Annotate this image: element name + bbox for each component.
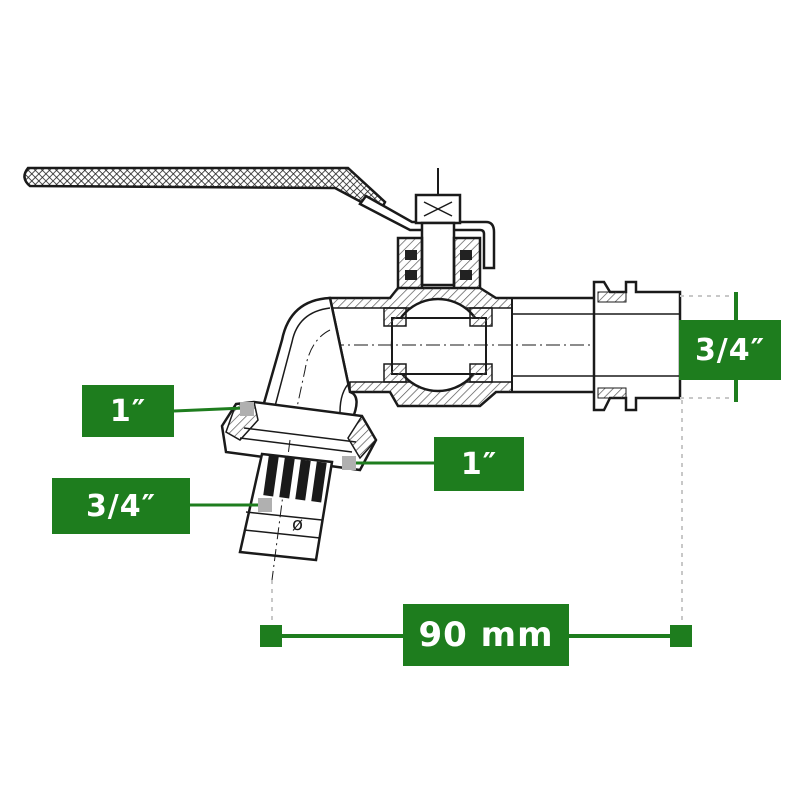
marker-hose	[258, 498, 272, 512]
spout	[260, 296, 358, 441]
hose-connector: ø	[238, 439, 334, 581]
reference-markers	[240, 402, 356, 512]
union-nut	[220, 400, 378, 472]
dimension-end-left	[260, 625, 282, 647]
lever-handle	[23, 166, 496, 270]
label-length-dimension: 90 mm	[403, 604, 569, 666]
dimension-guides	[271, 295, 734, 632]
dimension-end-right	[670, 625, 692, 647]
marker-inlet-nut	[240, 402, 254, 416]
inlet-thread	[511, 280, 682, 412]
leader-inlet-nut	[173, 406, 245, 413]
valve-stem	[396, 168, 482, 400]
label-hose-connector-size: 3/4″	[52, 478, 190, 534]
marker-union-nut	[342, 456, 356, 470]
label-union-nut-size: 1″	[434, 437, 524, 491]
diameter-symbol: ø	[292, 514, 303, 535]
label-inlet-thread-size: 3/4″	[679, 320, 781, 380]
label-inlet-nut-size: 1″	[82, 385, 174, 437]
